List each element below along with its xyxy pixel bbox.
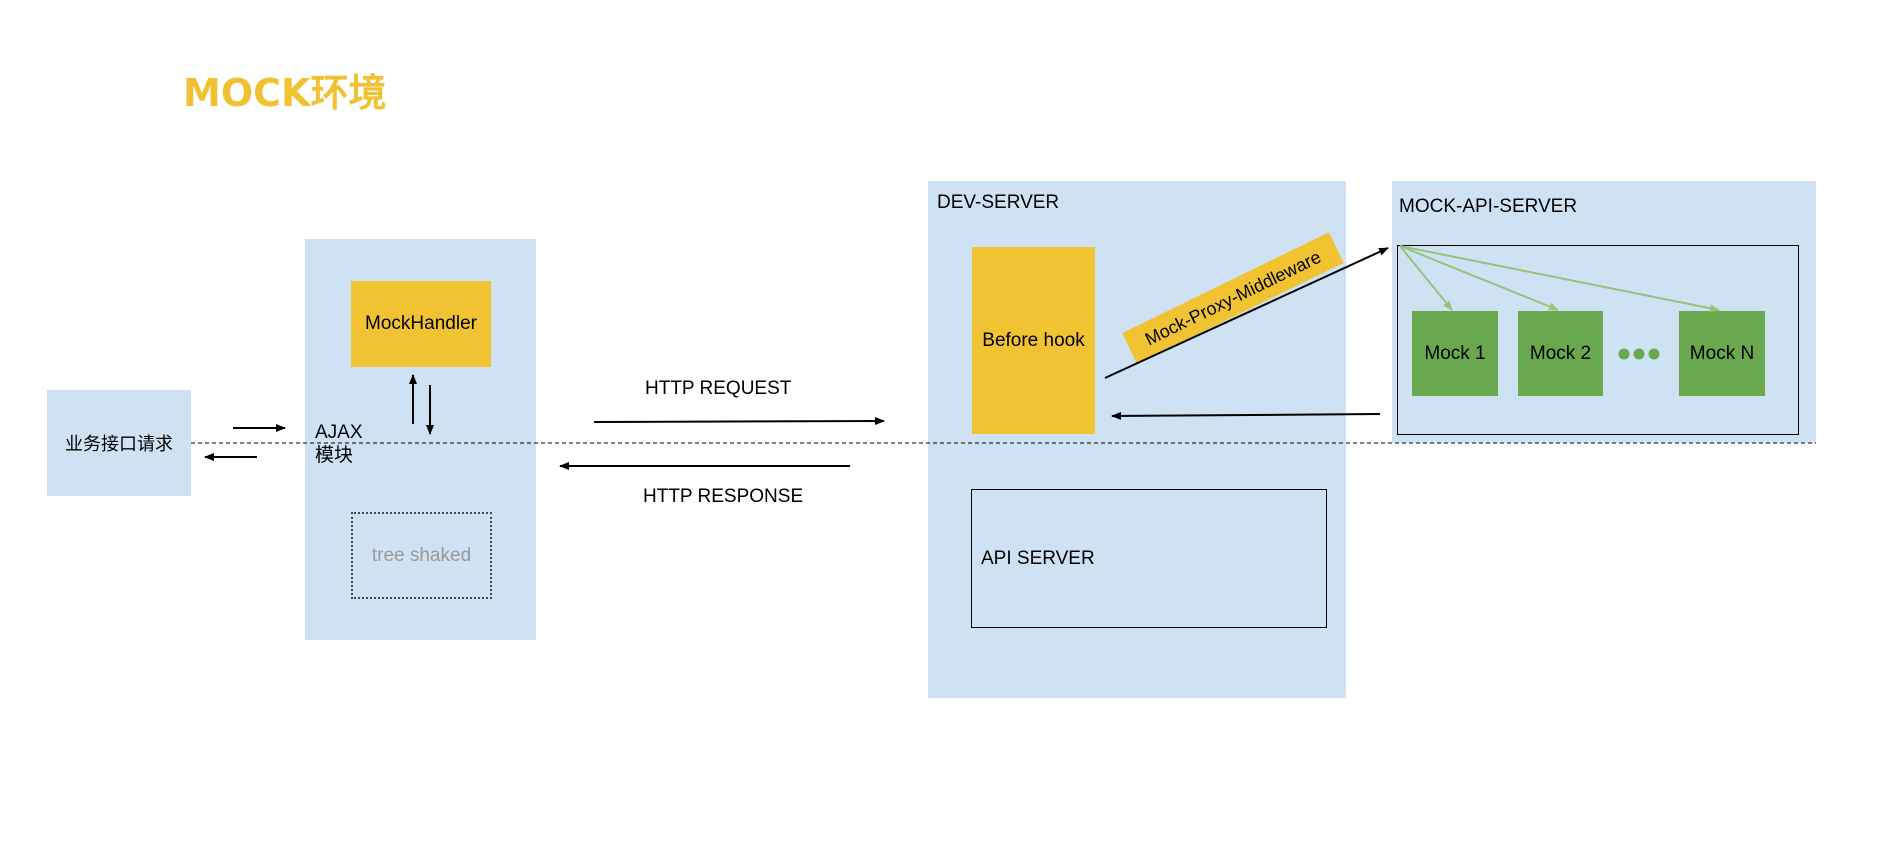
hook-to-mock-server-arrow: [1104, 247, 1389, 379]
client-request-label: 业务接口请求: [65, 434, 173, 455]
fanout-arrow-mock-1: [1399, 245, 1453, 311]
mock-1-box: Mock 1: [1412, 311, 1498, 396]
mock-group-box: [1397, 245, 1799, 435]
mock-n-box: Mock N: [1679, 311, 1765, 396]
ellipsis-dot-2: [1633, 348, 1645, 360]
ellipsis-dot-1: [1618, 348, 1630, 360]
before-hook-label: Before hook: [982, 329, 1085, 351]
api-server-label: API SERVER: [981, 548, 1095, 569]
http-request-label: HTTP REQUEST: [645, 378, 792, 399]
mock-1-label: Mock 1: [1424, 342, 1486, 364]
tree-shaked-label: tree shaked: [371, 544, 472, 566]
ajax-label-line1: AJAX: [315, 422, 363, 443]
tree-shaked-box: tree shaked: [351, 512, 492, 599]
http-response-label: HTTP RESPONSE: [643, 486, 804, 507]
ajax-label-line2: 模块: [315, 444, 354, 466]
client-request-box: 业务接口请求: [47, 390, 191, 496]
mock-handler-box: MockHandler: [351, 281, 491, 367]
ajax-module-label: AJAX 模块: [315, 421, 363, 467]
dev-server-label: DEV-SERVER: [937, 192, 1060, 213]
fanout-arrow-mock-2: [1399, 245, 1559, 311]
api-server-box: API SERVER: [971, 489, 1327, 628]
mock-api-server-label: MOCK-API-SERVER: [1399, 196, 1578, 217]
http-request-arrow: [593, 417, 885, 426]
before-hook-box: Before hook: [972, 247, 1095, 434]
mock-2-label: Mock 2: [1529, 342, 1592, 364]
mock-server-to-hook-arrow: [1111, 411, 1381, 420]
ellipsis-dot-3: [1648, 348, 1660, 360]
mock-handler-label: MockHandler: [365, 313, 477, 334]
mock-2-box: Mock 2: [1518, 311, 1603, 396]
fanout-arrow-mock-n: [1399, 245, 1720, 313]
mock-n-label: Mock N: [1689, 342, 1755, 364]
page-title: MOCK环境: [183, 71, 387, 115]
